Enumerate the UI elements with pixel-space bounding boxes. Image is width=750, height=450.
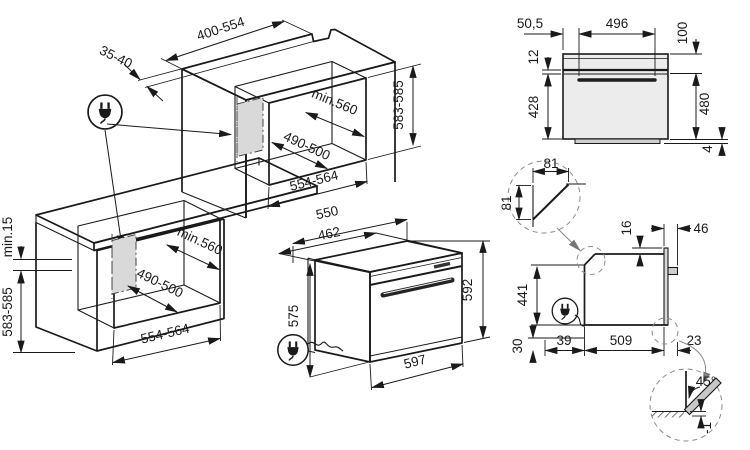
dim-label-oven-side-height: 575 [286, 305, 301, 328]
dim-panel-height: 12 [526, 49, 561, 87]
dim-base-vent-zone: 490-500 [127, 265, 186, 313]
dim-rear-gap: 39 [544, 333, 586, 355]
dim-label-oven-height: 592 [460, 279, 475, 302]
dim-top-lip: 16 [619, 220, 662, 267]
dim-label-depth: 509 [610, 333, 633, 348]
power-plug-icon [276, 333, 344, 367]
dim-label-cutout-depth: 35-40 [97, 43, 135, 72]
dim-cutout-width: 400-554 [160, 14, 313, 70]
oven-plinth [574, 138, 661, 144]
oven-display [433, 261, 451, 269]
dim-top-to-handle: 100 [670, 22, 702, 89]
dim-handle-gap: 23 [676, 333, 702, 356]
dim-base-height: 30 [510, 325, 537, 363]
oven-handle [380, 277, 455, 298]
dim-label-tall-niche-depth: min.560 [310, 86, 360, 118]
dim-tall-niche-height: 583-585 [367, 63, 422, 160]
dim-label-handle-depth: 46 [693, 221, 708, 236]
dim-label-oven-inner-width: 462 [316, 224, 341, 243]
oven-isometric-drawing: 550 462 575 592 597 [276, 203, 491, 391]
electrical-zone-patch [111, 233, 137, 295]
dim-label-oven-width: 597 [402, 352, 427, 372]
dim-label-top-lip: 16 [619, 220, 634, 235]
dim-label-tall-niche-height: 583-585 [391, 80, 406, 130]
dim-base-niche-width: 554-564 [111, 304, 222, 366]
power-plug-icon [551, 297, 586, 327]
oven-handle-side [667, 266, 679, 276]
dim-label-chamfer-height: 81 [499, 195, 514, 210]
dim-base-niche-height: 583-585 [0, 270, 75, 354]
base-cabinet-drawing: min.15 583-585 min.560 490-500 554-564 [0, 157, 318, 366]
dim-label-worktop-gap: min.15 [0, 217, 15, 258]
dim-label-lower-height: 428 [526, 96, 541, 119]
dim-label-rear-height: 441 [515, 284, 530, 307]
dim-label-base-height: 30 [510, 338, 525, 353]
dim-label-plinth: 4 [700, 145, 715, 153]
dim-handle-depth: 46 [651, 221, 709, 266]
dim-label-oven-depth: 550 [314, 203, 339, 222]
dim-oven-height: 592 [409, 239, 491, 343]
dim-tall-niche-depth: min.560 [304, 86, 366, 137]
dim-label-cutout-width: 400-554 [195, 14, 247, 44]
dim-depth: 509 [583, 327, 665, 356]
dim-side-to-handle: 50,5 [517, 16, 596, 38]
dim-plinth: 4 [664, 127, 728, 156]
dim-label-tall-vent-zone: 490-500 [281, 129, 332, 164]
dim-label-handle-gap: 23 [686, 333, 701, 348]
dim-label-rear-gap: 39 [556, 333, 571, 348]
dim-label-panel-height: 12 [526, 49, 541, 64]
dim-label-open-angle: 45° [696, 374, 716, 389]
dim-label-chamfer-width: 81 [543, 156, 558, 171]
dim-label-body-height: 480 [697, 93, 712, 116]
dim-label-base-niche-width: 554-564 [139, 321, 191, 347]
shelf-hatch [652, 411, 684, 418]
dim-body-height: 480 [670, 72, 728, 141]
oven-side-view: 16 46 441 30 39 [510, 220, 711, 386]
power-plug-icon [86, 93, 233, 249]
dim-label-side-to-handle: 50,5 [517, 16, 543, 31]
dim-label-base-niche-height: 583-585 [0, 287, 15, 337]
dim-lower-height: 428 [526, 73, 563, 141]
dim-handle-width: 496 [578, 16, 656, 38]
dim-rear-height: 441 [515, 264, 585, 326]
dim-oven-side-height: 575 [286, 262, 370, 379]
dim-label-handle-width: 496 [606, 16, 629, 31]
dim-oven-depth: 550 [291, 203, 409, 263]
door-angle-detail: 45° -1 [649, 368, 723, 442]
dim-tall-vent-zone: 490-500 [271, 129, 333, 169]
oven-door-side [663, 247, 669, 326]
oven-front-view: 50,5 496 12 428 100 [517, 16, 728, 156]
chamfer-detail: 81 81 [499, 156, 586, 252]
electrical-zone-patch [236, 96, 264, 158]
dim-label-door-clearance: -1 [699, 422, 714, 434]
dim-oven-width: 597 [369, 344, 465, 391]
dim-oven-inner-width: 462 [277, 224, 462, 273]
open-door-45 [683, 377, 722, 416]
dim-label-top-to-handle: 100 [675, 22, 690, 45]
